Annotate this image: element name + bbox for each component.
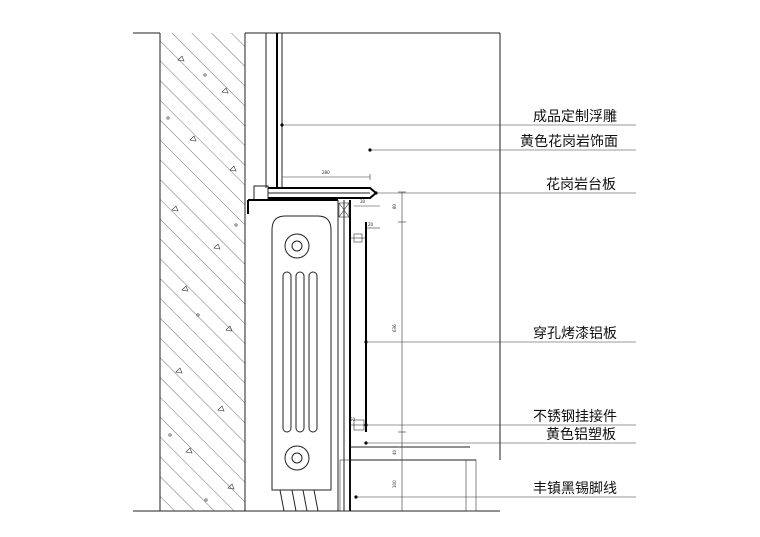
- radiator-niche: [337, 200, 351, 511]
- dim-lower-gap: 40: [392, 449, 397, 455]
- label-steel-hanger: 不锈钢挂接件: [533, 408, 617, 425]
- label-granite-sill: 花岗岩台板: [546, 177, 616, 193]
- dim-skirting-height: 100: [392, 480, 397, 488]
- concrete-wall: [159, 33, 246, 511]
- dimension-lines: 280 80 636 40 100 30 20 50: [281, 170, 406, 511]
- perforated-panel: [350, 222, 367, 432]
- label-granite-facing: 黄色花岗岩饰面: [520, 133, 618, 150]
- dim-panel-height: 636: [392, 324, 397, 332]
- radiator: [271, 215, 332, 512]
- dim-sill-width: 280: [322, 170, 330, 175]
- label-relief: 成品定制浮雕: [533, 109, 617, 125]
- skirting-block: [339, 446, 477, 512]
- callout-labels: 成品定制浮雕 黄色花岗岩饰面 花岗岩台板 穿孔烤漆铝板 不锈钢挂接件 黄色铝塑板…: [520, 109, 618, 497]
- dim-hanger: 50: [350, 417, 356, 422]
- label-perforated-panel: 穿孔烤漆铝板: [533, 326, 617, 342]
- label-skirting: 丰镇黑锡脚线: [533, 481, 617, 497]
- wall-facing: [133, 32, 501, 512]
- granite-sill: [247, 185, 378, 214]
- dim-small-a: 30: [360, 199, 366, 204]
- leader-lines: [280, 123, 636, 499]
- dim-top-gap: 80: [392, 203, 397, 209]
- label-aluminum-plastic: 黄色铝塑板: [546, 426, 616, 443]
- aggregate-marks: [166, 55, 238, 502]
- dim-small-b: 20: [368, 222, 374, 227]
